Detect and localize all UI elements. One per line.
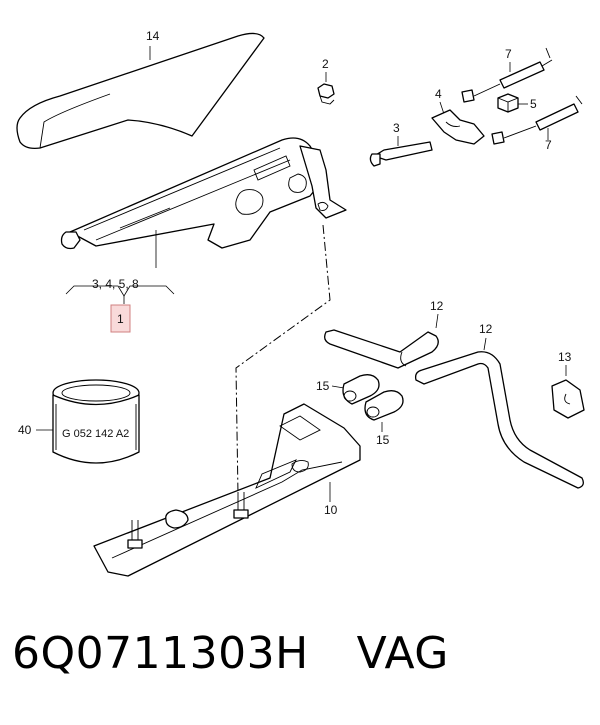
assembly-line-lever-to-plate <box>235 224 331 496</box>
part-13-clip: 13 <box>551 350 585 419</box>
part-15-grommet-upper: 15 <box>316 374 380 405</box>
callout-15-lower: 15 <box>376 433 390 447</box>
part-base-studs <box>127 492 249 549</box>
part-7-cable-upper: 7 <box>461 47 553 103</box>
part-number: 6Q0711303H <box>12 628 309 679</box>
callout-1: 1 <box>117 312 124 326</box>
callout-4: 4 <box>435 87 442 101</box>
callout-7-lower: 7 <box>545 138 552 152</box>
part-4-equaliser: 4 <box>431 87 485 145</box>
callout-group-3-4-5-8: 3, 4, 5, 8 <box>65 277 175 304</box>
callout-10: 10 <box>324 503 338 517</box>
brand-name: VAG <box>356 628 449 679</box>
callout-14: 14 <box>146 29 160 43</box>
callout-3: 3 <box>393 121 400 135</box>
part-lever-body <box>60 137 347 268</box>
callout-12-long: 12 <box>479 322 493 336</box>
callout-15-upper: 15 <box>316 379 330 393</box>
callout-5: 5 <box>530 97 537 111</box>
part-7-cable-lower: 7 <box>491 95 583 152</box>
callout-40: 40 <box>18 423 32 437</box>
callout-2: 2 <box>322 57 329 71</box>
callout-7-upper: 7 <box>505 47 512 61</box>
part-15-grommet-lower: 15 <box>364 390 404 447</box>
part-12-short-pipe: 12 <box>324 299 444 369</box>
callout-13: 13 <box>558 350 572 364</box>
part-12-long-pipe: 12 <box>414 322 584 489</box>
part-5-adjuster-nut: 5 <box>497 93 537 113</box>
part-3-bolt: 3 <box>369 121 433 167</box>
part-14-grip-cover: 14 <box>16 29 265 150</box>
part-10-base-plate: 10 <box>93 403 361 577</box>
part-number-footer: 6Q0711303H VAG <box>12 628 592 698</box>
callout-12-short: 12 <box>430 299 444 313</box>
part-2-nut: 2 <box>317 57 335 105</box>
callout-1-highlight-box <box>110 304 131 333</box>
callout-group-label: 3, 4, 5, 8 <box>92 277 139 291</box>
tube-label: G 052 142 A2 <box>62 428 129 440</box>
part-40-grease-tube: 40 G 052 142 A2 <box>18 379 140 464</box>
